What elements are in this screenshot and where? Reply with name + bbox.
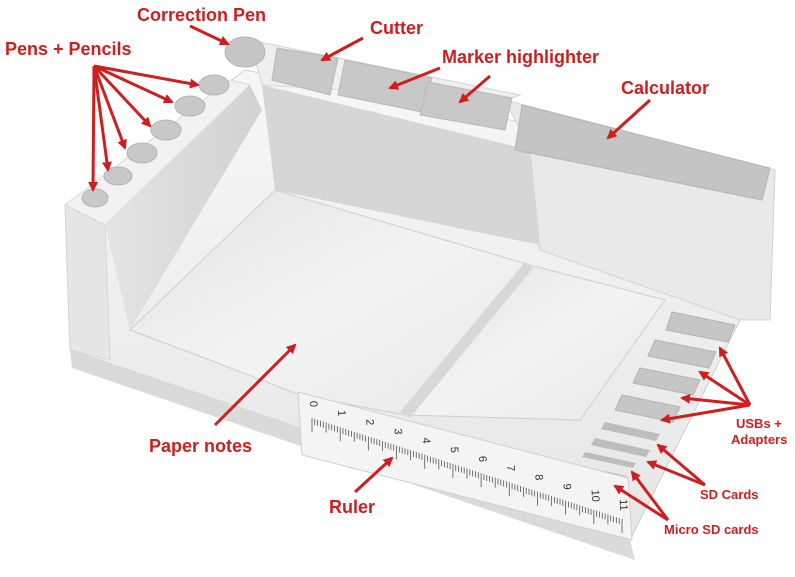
ruler-number: 7 [504,465,516,472]
ruler-ticks [311,418,623,533]
ruler-number: 1 [335,410,347,417]
marker-highlighter-label: Marker highlighter [442,47,600,67]
pens-pencils-label: Pens + Pencils [5,39,132,59]
small-tray [400,262,666,421]
ruler-number: 8 [532,474,544,481]
sd-card-slots [591,422,660,457]
ruler-number: 2 [363,419,375,426]
ruler-number: 5 [448,447,460,454]
annotation-arrows [88,24,752,522]
sd-cards-label: SD Cards [700,487,759,502]
ruler-number: 0 [307,401,319,408]
ruler-number: 6 [476,456,488,463]
ruler-label: Ruler [329,497,376,517]
ruler: 0 1 2 3 4 5 6 7 8 9 10 11 [297,391,633,541]
calculator-label: Calculator [621,78,710,98]
ruler-number: 9 [561,483,573,490]
ruler-number: 11 [617,499,629,511]
correction-pen-label: Correction Pen [137,5,267,25]
marker-slots [337,59,513,131]
calculator-slot [514,104,771,201]
paper-notes-label: Paper notes [149,436,253,456]
cutter-label: Cutter [370,18,423,38]
usbs-label-line1: USBs + [736,416,782,431]
usbs-label-line2: Adapters [731,432,788,447]
ruler-numbers: 0 1 2 3 4 5 6 7 8 9 10 11 [307,401,629,511]
micro-sd-cards-label: Micro SD cards [664,522,759,537]
ruler-number: 4 [420,437,432,444]
ruler-number: 10 [589,489,601,502]
ruler-number: 3 [391,428,403,435]
